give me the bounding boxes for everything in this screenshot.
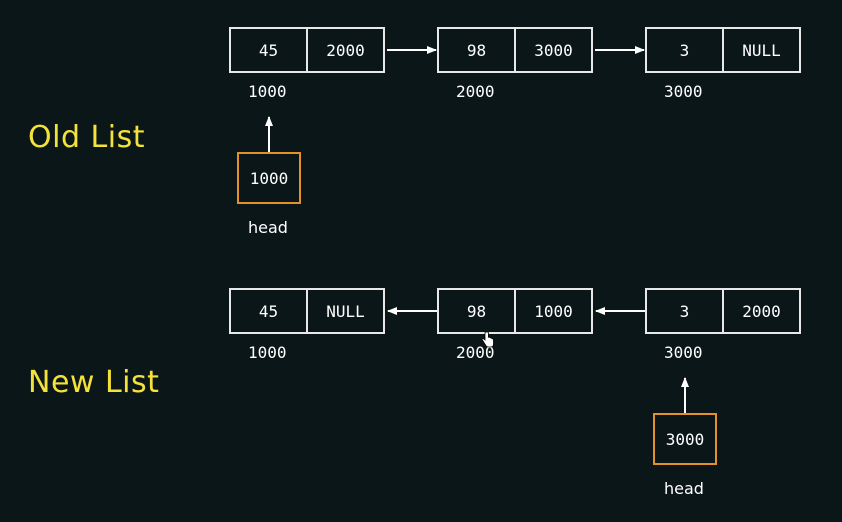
node-next: NULL: [306, 290, 383, 332]
node-data: 98: [466, 40, 487, 60]
node-next: NULL: [722, 29, 799, 71]
old-list-title: Old List: [28, 120, 145, 155]
hand-cursor-icon: [481, 332, 494, 348]
old-node-2-address: 2000: [456, 82, 495, 101]
old-node-1-address: 1000: [248, 82, 287, 101]
new-node-1: 45 NULL: [229, 288, 385, 334]
old-node-3-address: 3000: [664, 82, 703, 101]
new-head-label: head: [664, 479, 704, 498]
new-node-2-address: 2000: [456, 343, 495, 362]
node-next: 3000: [514, 29, 591, 71]
node-data: 45: [258, 40, 279, 60]
node-data: 3: [679, 301, 690, 321]
new-node-2: 98 1000: [437, 288, 593, 334]
node-data: 45: [258, 301, 279, 321]
node-data: 98: [466, 301, 487, 321]
node-next: 2000: [722, 290, 799, 332]
node-next: 2000: [306, 29, 383, 71]
node-data: 3: [679, 40, 690, 60]
new-node-3: 3 2000: [645, 288, 801, 334]
old-head-pointer-box: 1000: [237, 152, 301, 204]
old-head-label: head: [248, 218, 288, 237]
new-node-1-address: 1000: [248, 343, 287, 362]
old-node-3: 3 NULL: [645, 27, 801, 73]
new-list-title: New List: [28, 365, 160, 400]
node-next: 1000: [514, 290, 591, 332]
old-node-2: 98 3000: [437, 27, 593, 73]
new-node-3-address: 3000: [664, 343, 703, 362]
new-head-pointer-box: 3000: [653, 413, 717, 465]
old-node-1: 45 2000: [229, 27, 385, 73]
